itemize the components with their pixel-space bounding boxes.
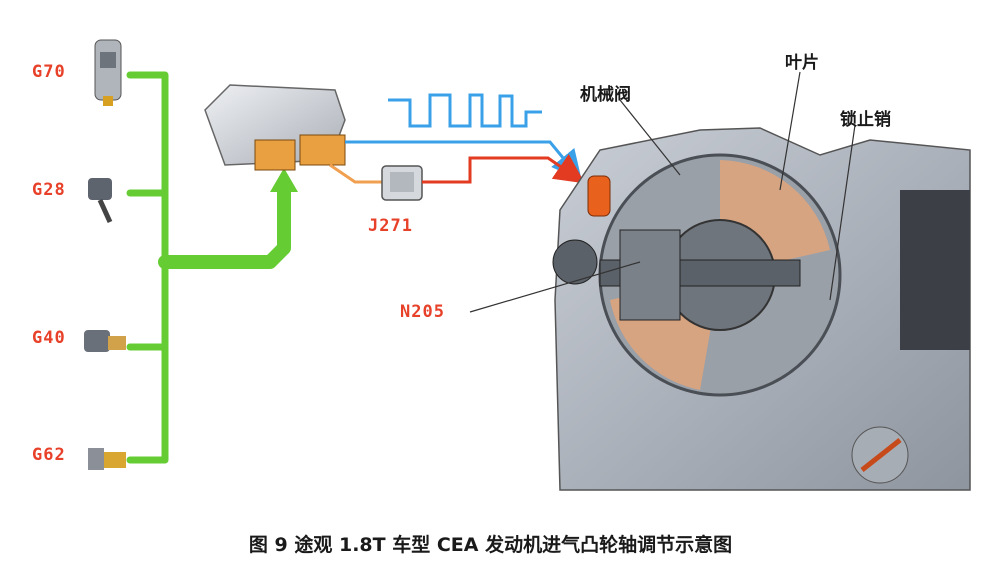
sensor-signal-lines xyxy=(126,71,291,464)
engine-illustration xyxy=(552,127,971,491)
pulse-waveform xyxy=(388,93,542,128)
relay-image xyxy=(381,165,423,201)
valve-label: N205 xyxy=(400,302,445,322)
figure-caption: 图 9 途观 1.8T 车型 CEA 发动机进气凸轮轴调节示意图 xyxy=(248,534,733,556)
relay-line xyxy=(329,163,382,184)
mechanical-valve-label: 机械阀 xyxy=(580,85,631,105)
g70-sensor-image xyxy=(94,39,122,106)
g28-sensor-image xyxy=(88,178,113,224)
ecu-image xyxy=(204,84,346,171)
g70-label: G70 xyxy=(32,62,66,82)
power-line xyxy=(422,154,585,184)
signal-arrowhead xyxy=(270,168,298,192)
leader-lines xyxy=(469,71,856,313)
g28-label: G28 xyxy=(32,180,66,200)
g62-label: G62 xyxy=(32,445,66,465)
vane-label: 叶片 xyxy=(785,53,819,73)
g40-sensor-image xyxy=(84,330,126,352)
relay-label: J271 xyxy=(368,216,413,236)
g40-label: G40 xyxy=(32,328,66,348)
g62-sensor-image xyxy=(88,448,126,470)
lock-pin-label: 锁止销 xyxy=(840,110,891,130)
